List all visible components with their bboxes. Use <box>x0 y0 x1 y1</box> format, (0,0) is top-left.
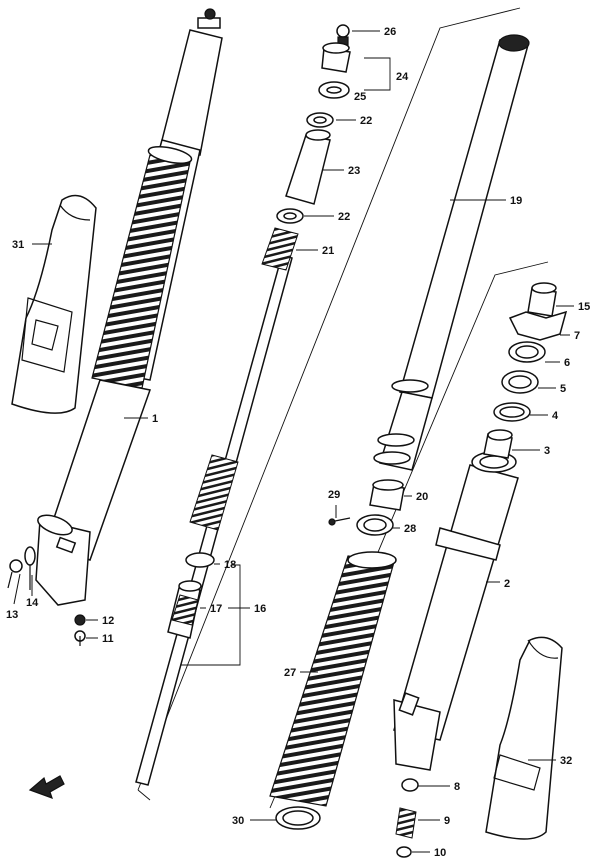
callout-23: 23 <box>348 165 360 177</box>
callout-27: 27 <box>284 667 296 679</box>
callout-25: 25 <box>354 91 366 103</box>
callout-4: 4 <box>552 410 559 422</box>
part-19-fork-inner-tube <box>373 34 530 471</box>
small-hardware-left <box>7 546 86 646</box>
callout-10: 10 <box>434 847 446 859</box>
callout-26: 26 <box>384 26 396 38</box>
callout-17: 17 <box>210 603 222 615</box>
callout-14: 14 <box>26 597 39 609</box>
part-32-right-fork-guard <box>485 636 563 840</box>
part-31-left-fork-guard <box>11 194 97 414</box>
top-cap-assembly <box>318 24 391 99</box>
bushing-and-clamp <box>328 479 405 536</box>
callout-labels: 1 2 3 4 5 6 7 8 9 10 11 12 13 14 15 16 1… <box>6 26 590 859</box>
callout-6: 6 <box>564 357 570 369</box>
callout-16: 16 <box>254 603 266 615</box>
callout-19: 19 <box>510 195 522 207</box>
callout-8: 8 <box>454 781 460 793</box>
callout-28: 28 <box>404 523 416 535</box>
front-direction-arrow <box>28 775 65 799</box>
callout-7: 7 <box>574 330 580 342</box>
callout-13: 13 <box>6 609 18 621</box>
callout-24: 24 <box>396 71 409 83</box>
drain-bolt-hardware <box>395 778 419 858</box>
callout-9: 9 <box>444 815 450 827</box>
seal-stack <box>483 282 568 459</box>
callout-5: 5 <box>560 383 566 395</box>
callout-11: 11 <box>102 633 114 645</box>
callout-20: 20 <box>416 491 428 503</box>
part-2-outer-tube <box>393 451 519 771</box>
callout-15: 15 <box>578 301 590 313</box>
callout-12: 12 <box>102 615 114 627</box>
callout-29: 29 <box>328 489 340 501</box>
part-27-fork-boot <box>269 551 397 830</box>
callout-18: 18 <box>224 559 236 571</box>
callout-22-lower: 22 <box>338 211 350 223</box>
callout-22-upper: 22 <box>360 115 372 127</box>
callout-21: 21 <box>322 245 334 257</box>
callout-32: 32 <box>560 755 572 767</box>
callout-30: 30 <box>232 815 244 827</box>
callout-2: 2 <box>504 578 510 590</box>
leader-lines <box>13 30 574 853</box>
callout-1: 1 <box>152 413 158 425</box>
part-1-inner-fork-tube <box>35 8 223 606</box>
callout-3: 3 <box>544 445 550 457</box>
damper-rod-assembly <box>135 112 334 786</box>
callout-31: 31 <box>12 239 24 251</box>
